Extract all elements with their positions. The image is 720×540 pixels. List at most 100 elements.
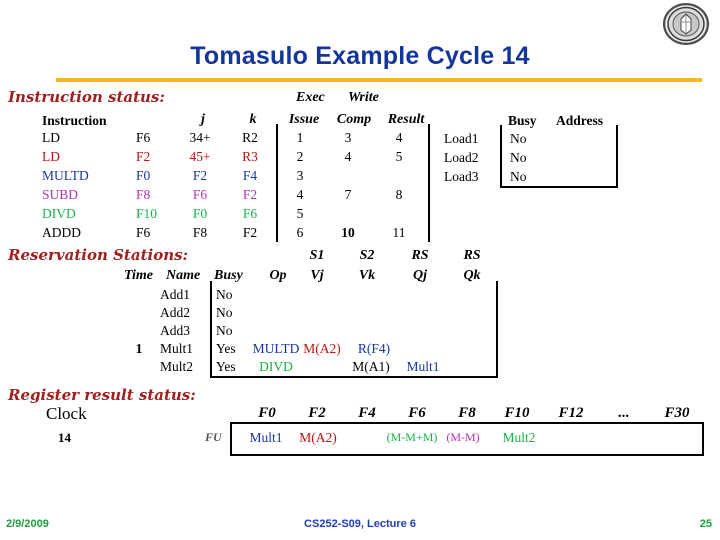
instr-k: R3 [242,149,258,164]
col-qk: Qk [463,268,481,283]
instr-issue: 4 [296,187,304,202]
reg-table-left-rule [230,423,232,455]
reg-header-f4: F4 [358,405,376,421]
rs-vj: M(A2) [303,341,341,356]
col-qj: Qj [413,268,427,283]
reg-table-top-rule [230,422,704,424]
col-result: Result [387,112,425,127]
footer-course: CS252-S09, Lecture 6 [304,518,416,530]
clock-value: 14 [58,430,71,445]
instr-exec-comp: 4 [344,149,352,164]
rs-time: 1 [135,341,143,356]
rs-op: MULTD [252,341,300,356]
rs-name: Add1 [160,287,190,302]
instr-j: 34+ [189,130,211,145]
instr-k: F6 [242,206,258,221]
instr-op: MULTD [42,168,89,183]
col-vk: Vk [358,268,376,283]
instr-dest: F2 [136,149,151,164]
instr-dest: F6 [136,130,151,145]
col-busy: Busy [508,113,537,128]
instr-dest: F8 [136,187,151,202]
instr-op: LD [42,130,60,145]
instr-exec-comp: 3 [344,130,352,145]
load-table-bottom-rule [500,186,618,188]
reg-header-f2: F2 [308,405,326,421]
load-buffer-name: Load1 [444,131,479,146]
fu-label: FU [205,430,222,444]
instr-j: F0 [192,206,208,221]
title-underline-rule [56,78,702,82]
instr-issue: 6 [296,225,304,240]
instruction-status-heading: Instruction status: [8,88,165,106]
rs-busy: Yes [216,359,236,374]
reg-value-f8: (M-M) [446,430,480,444]
instr-write-result: 11 [392,225,406,240]
reg-value-f2: M(A2) [299,430,337,445]
reg-value-f6: (M-M+M) [386,430,438,444]
page-title: Tomasulo Example Cycle 14 [190,42,530,70]
instr-dest: F10 [136,206,158,221]
rs-qk-group-header: RS [463,248,481,263]
footer-page-number: 25 [699,518,712,530]
rs-name: Add3 [160,323,190,338]
reg-header-f6: F6 [408,405,426,421]
rs-name: Mult1 [160,341,194,356]
footer-date: 2/9/2009 [6,518,49,530]
instr-k: R2 [242,130,258,145]
rs-name: Mult2 [160,359,194,374]
instr-table-right-rule [428,124,430,242]
reg-value-f0: Mult1 [249,430,283,445]
rs-busy: No [216,323,233,338]
instr-issue: 2 [296,149,304,164]
col-time: Time [124,268,154,283]
instr-k: F4 [242,168,258,183]
instr-j: F8 [192,225,208,240]
instr-k: F2 [242,187,258,202]
instr-op: SUBD [42,187,79,202]
write-group-header: Write [348,90,379,105]
col-vj: Vj [310,268,324,283]
s2-group-header: S2 [359,248,375,263]
col-address: Address [556,113,604,128]
rs-qj: Mult1 [406,359,440,374]
instr-op: ADDD [42,225,81,240]
col-op: Op [269,268,287,283]
col-instruction: Instruction [42,113,107,128]
reg-header-f10: F10 [504,405,530,421]
instr-write-result: 8 [395,187,403,202]
load-buffer-name: Load2 [444,150,479,165]
load-buffer-busy: No [510,169,527,184]
instr-issue: 5 [296,206,304,221]
instr-write-result: 5 [395,149,403,164]
instr-op: DIVD [42,206,76,221]
reg-value-f10: Mult2 [502,430,536,445]
instr-j: 45+ [189,149,211,164]
clock-label: Clock [46,404,87,423]
instr-issue: 1 [296,130,304,145]
reg-header-f0: F0 [258,405,276,421]
reservation-stations-heading: Reservation Stations: [8,246,189,264]
load-buffer-busy: No [510,131,527,146]
rs-busy: No [216,305,233,320]
exec-group-header: Exec [296,90,325,105]
reg-header-ellipsis: ... [618,405,630,421]
reg-header-f12: F12 [558,405,584,421]
col-issue: Issue [288,112,320,127]
s1-group-header: S1 [309,248,325,263]
rs-table-left-rule [210,281,212,377]
instr-table-left-rule [276,124,278,242]
instr-op: LD [42,149,60,164]
instr-dest: F6 [136,225,151,240]
reg-header-f30: F30 [664,405,690,421]
rs-vk: M(A1) [352,359,390,374]
instr-j: F6 [192,187,208,202]
load-buffer-busy: No [510,150,527,165]
rs-vk: R(F4) [357,341,391,356]
register-result-status-heading: Register result status: [8,386,196,404]
col-busy-rs: Busy [214,268,243,283]
instr-dest: F0 [136,168,151,183]
rs-qj-group-header: RS [411,248,429,263]
load-table-left-rule [500,125,502,187]
rs-op: DIVD [259,359,293,374]
